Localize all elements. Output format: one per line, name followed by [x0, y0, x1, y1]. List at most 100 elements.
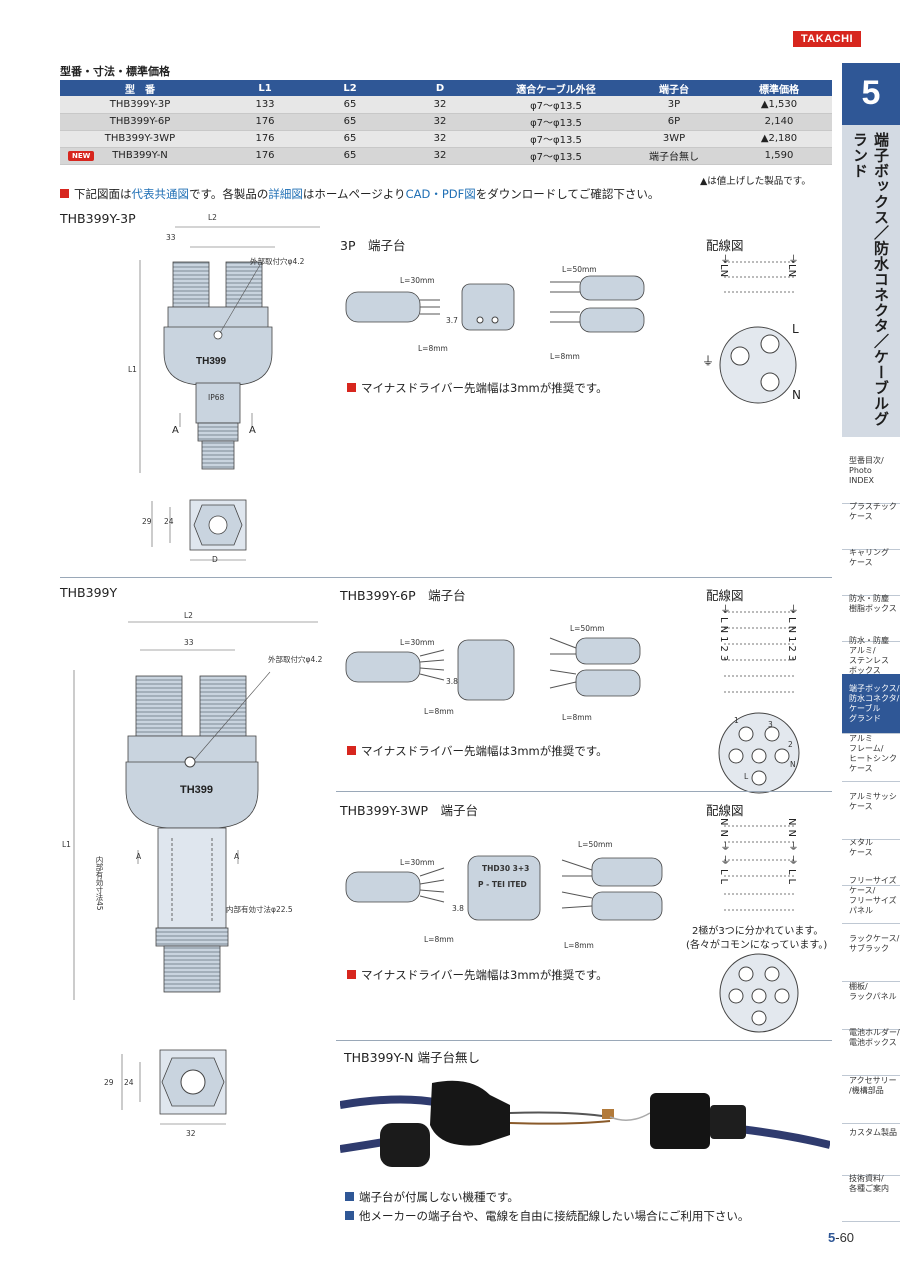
wire-left-label: ⏚LN — [718, 254, 729, 278]
cell-price: 2,140 — [726, 113, 832, 131]
cell-l2: 65 — [310, 147, 390, 165]
meas-l30: L=30mm — [400, 638, 435, 647]
intro-part: です。各製品の — [189, 187, 269, 201]
sidebar-tab-carrying[interactable]: キャリング ケース — [842, 536, 900, 596]
cell-terminal: 端子台無し — [622, 147, 726, 165]
dim-hole: 外部取付穴φ4.2 — [250, 257, 305, 266]
sec4-note1: 端子台が付属しない機種です。 — [345, 1189, 519, 1205]
sec2-terminal-drawing — [345, 637, 641, 701]
cell-cable: φ7～φ13.5 — [490, 130, 622, 148]
tab-label: 防水・防塵 アルミ/ ステンレス ボックス — [849, 636, 889, 675]
dim-29: 29 — [104, 1078, 114, 1087]
sec1-wiring-title: 配線図 — [706, 238, 744, 253]
sidebar-tab-rack[interactable]: ラックケース/ サブラック — [842, 922, 900, 982]
cell-l2: 65 — [310, 130, 390, 148]
chapter-number: 5 — [842, 63, 900, 125]
meas-l8b: L=8mm — [564, 941, 594, 950]
cell-terminal: 3WP — [622, 130, 726, 148]
sidebar-tab-index[interactable]: 型番目次/ Photo INDEX — [842, 444, 900, 504]
cell-l2: 65 — [310, 96, 390, 114]
sidebar-tab-shelf[interactable]: 棚板/ ラックパネル — [842, 970, 900, 1030]
bullet-icon — [60, 189, 69, 198]
meas-l8b: L=8mm — [550, 352, 580, 361]
part-label-a: THD30 3+3 — [482, 864, 530, 873]
dim-inner22: 内部有効寸法φ22.5 — [226, 905, 293, 914]
page-section: 5 — [828, 1230, 836, 1245]
sidebar-tab-aluminium-frame[interactable]: アルミ フレーム/ ヒートシンク ケース — [842, 722, 900, 782]
sec1-terminal-drawing — [345, 275, 645, 333]
sec1-title: THB399Y-3P — [60, 211, 136, 226]
face-1: 1 — [734, 716, 739, 725]
tab-label: 電池ホルダー/ 電池ボックス — [849, 1028, 900, 1047]
page-number: 5-60 — [828, 1230, 854, 1245]
sec4-photo — [340, 1065, 830, 1185]
bullet-icon — [347, 970, 356, 979]
sidebar-tab-custom[interactable]: カスタム製品 — [842, 1116, 900, 1176]
wiring-note-2: (各々がコモンになっています。) — [686, 940, 828, 951]
sidebar-tab-metal-case[interactable]: メタル ケース — [842, 826, 900, 886]
cell-terminal: 6P — [622, 113, 726, 131]
meas-l50: L=50mm — [562, 265, 597, 274]
wiring-note-1: 2極が3つに分かれています。 — [692, 926, 824, 937]
intro-part: 下記図面は — [74, 187, 132, 201]
sidebar-tab-technical[interactable]: 技術資料/ 各種ご案内 — [842, 1162, 900, 1222]
sec2-title: THB399Y — [60, 585, 118, 600]
face-n: N — [792, 388, 801, 402]
chapter-title: 端子ボックス／防水コネクタ／ケーブルグランド — [851, 132, 890, 427]
sidebar-tab-terminal[interactable]: 端子ボックス/ 防水コネクタ/ ケーブル グランド — [842, 674, 900, 734]
cell-d: 32 — [390, 96, 490, 114]
face-3: 3 — [768, 720, 773, 729]
meas-l50: L=50mm — [578, 840, 613, 849]
sidebar-tab-accessory[interactable]: アクセサリー /機構部品 — [842, 1064, 900, 1124]
meas-v38: 3.8 — [452, 904, 464, 913]
tab-label: キャリング ケース — [849, 548, 889, 567]
tab-label: アルミサッシ ケース — [849, 792, 897, 811]
product-logo: TH399 — [180, 784, 214, 796]
tab-label: フリーサイズ ケース/ フリーサイズ パネル — [849, 876, 897, 915]
meas-l8a: L=8mm — [424, 707, 454, 716]
dim-d: D — [212, 555, 218, 564]
intro-part: はホームページより — [302, 187, 406, 201]
dim-l1: L1 — [62, 840, 71, 849]
tab-label: 端子ボックス/ 防水コネクタ/ ケーブル グランド — [849, 684, 900, 723]
sidebar-tab-free-size[interactable]: フリーサイズ ケース/ フリーサイズ パネル — [842, 864, 900, 924]
sec2-terminal-title: THB399Y-6P 端子台 — [340, 588, 466, 603]
dim-33: 33 — [166, 233, 176, 242]
sec2-wiring-title: 配線図 — [706, 588, 744, 603]
sidebar-tab-sash[interactable]: アルミサッシ ケース — [842, 780, 900, 840]
tab-label: アルミ フレーム/ ヒートシンク ケース — [849, 734, 897, 773]
sec3-title: THB399Y-3WP 端子台 — [340, 803, 478, 818]
cell-l1: 176 — [220, 147, 310, 165]
table-row: THB399Y-6P 176 65 32 φ7～φ13.5 6P 2,140 — [60, 113, 832, 131]
divider — [336, 1040, 832, 1041]
bullet-icon — [347, 383, 356, 392]
wire-right-label: ⏚LN — [786, 254, 797, 278]
bullet-icon — [345, 1192, 354, 1201]
cell-cable: φ7～φ13.5 — [490, 113, 622, 131]
wire-left-label: ⏚LN123 — [718, 604, 729, 665]
meas-l50: L=50mm — [570, 624, 605, 633]
col-l1: L1 — [220, 80, 310, 96]
sidebar-tab-plastic[interactable]: プラスチック ケース — [842, 490, 900, 550]
sec3-face-drawing — [719, 953, 799, 1033]
cell-model: THB399Y-6P — [60, 113, 220, 131]
sidebar-tab-battery[interactable]: 電池ホルダー/ 電池ボックス — [842, 1016, 900, 1076]
dim-l1: L1 — [128, 365, 137, 374]
ip-mark: IP68 — [208, 393, 225, 402]
spec-table: 型 番 L1 L2 D 適合ケーブル外径 端子台 標準価格 THB399Y-3P… — [60, 80, 832, 165]
cell-model: THB399Y-3WP — [60, 130, 220, 148]
divider — [60, 577, 832, 578]
sec1-face-drawing — [719, 326, 797, 404]
dim-24: 24 — [164, 517, 174, 526]
tab-label: ラックケース/ サブラック — [849, 934, 900, 953]
table-row: THB399Y-3WP 176 65 32 φ7～φ13.5 3WP ▲2,18… — [60, 130, 832, 148]
dim-a-left: A — [172, 425, 179, 436]
cell-d: 32 — [390, 130, 490, 148]
sec3-terminal-drawing — [345, 855, 663, 921]
cell-d: 32 — [390, 113, 490, 131]
cell-cable: φ7～φ13.5 — [490, 96, 622, 114]
bullet-icon — [345, 1211, 354, 1220]
sidebar-tab-resin-box[interactable]: 防水・防塵 樹脂ボックス — [842, 582, 900, 642]
page-num: -60 — [835, 1230, 855, 1245]
